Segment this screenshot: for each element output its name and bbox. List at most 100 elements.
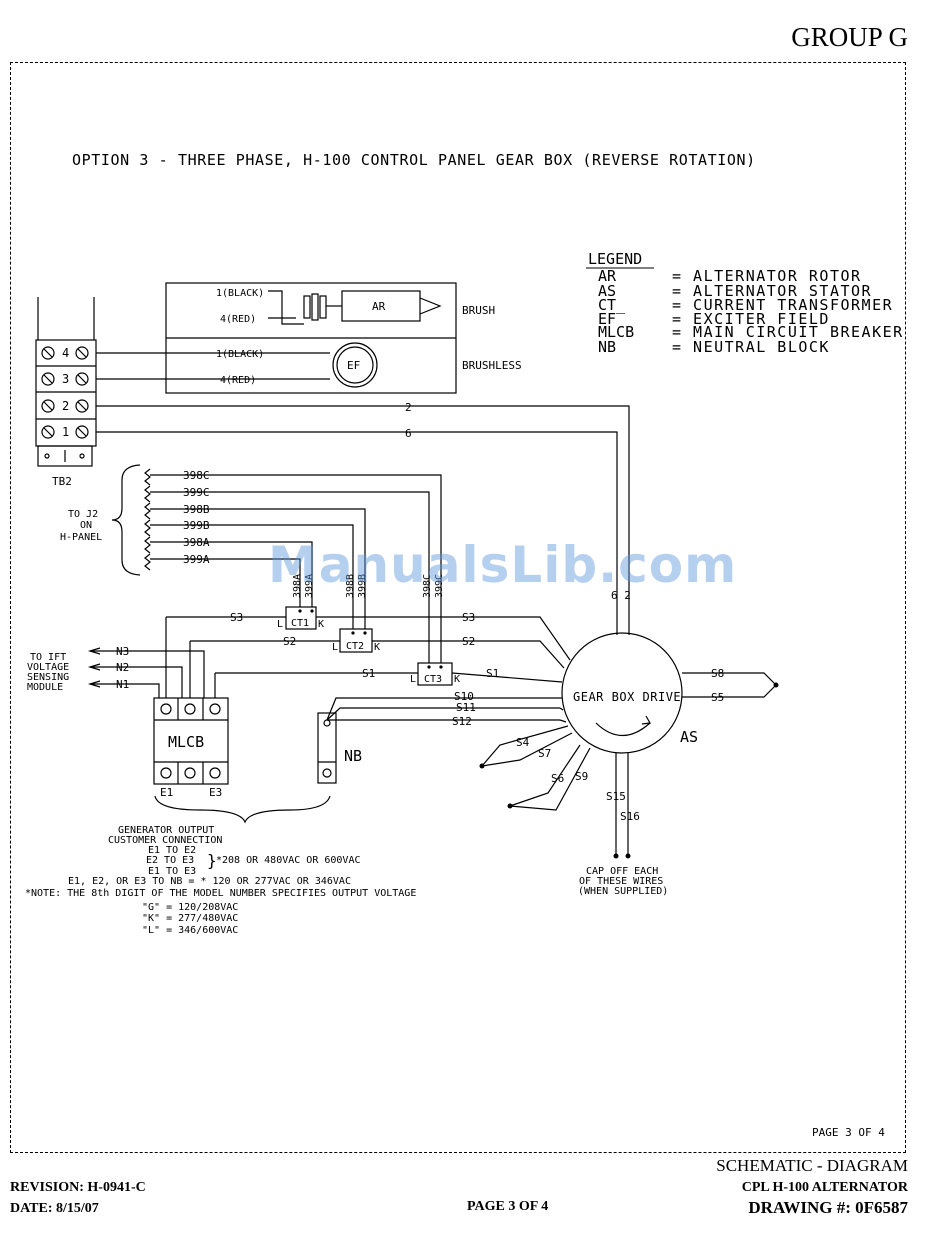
output-line4: E2 TO E3 <box>146 855 194 866</box>
revision: REVISION: H-0941-C <box>10 1180 146 1195</box>
tb2-label: TB2 <box>52 475 72 488</box>
j2-wire-399a: 399A <box>183 553 210 566</box>
output-line2: CUSTOMER CONNECTION <box>108 835 222 846</box>
legend-desc-nb: = NEUTRAL BLOCK <box>672 338 830 356</box>
brushless-red-lead: 4(RED) <box>220 375 256 386</box>
cap-off-line3: (WHEN SUPPLIED) <box>578 886 668 897</box>
wire-s8: S8 <box>711 667 724 680</box>
legend-abbr-mlcb: MLCB <box>598 323 634 341</box>
wire-2-label: 2 <box>405 401 412 414</box>
doc-subtitle: CPL H-100 ALTERNATOR <box>741 1180 908 1195</box>
output-line1: GENERATOR OUTPUT <box>118 825 214 836</box>
mlcb-breaker <box>153 616 418 785</box>
output-line8: "G" = 120/208VAC <box>142 902 238 913</box>
wire-s2-left: S2 <box>283 635 296 648</box>
wire-s1-right: S1 <box>486 667 499 680</box>
ct3-l: L <box>410 674 416 685</box>
j2-label-line2: ON <box>80 520 92 531</box>
ift-label-line4: MODULE <box>27 682 63 693</box>
ift-wire-n3: N3 <box>116 645 129 658</box>
drawing-number: DRAWING #: 0F6587 <box>748 1198 908 1217</box>
brushless-black-lead: 1(BLACK) <box>216 349 264 360</box>
j2-wire-398c: 398C <box>183 469 210 482</box>
tb2-terminal-4: 4 <box>62 346 69 360</box>
ct2-k: K <box>374 642 380 653</box>
cap-off-line2: OF THESE WIRES <box>579 876 663 887</box>
legend-desc-ct: = CURRENT TRANSFORMER <box>672 296 893 314</box>
nb-label: NB <box>344 747 362 765</box>
drawing-frame <box>10 62 906 1153</box>
wire-s3-right: S3 <box>462 611 475 624</box>
tb2-terminal-1: 1 <box>62 425 69 439</box>
j2-wire-399c: 399C <box>183 486 210 499</box>
j2-bracket <box>111 464 442 663</box>
legend-desc-ef: = EXCITER FIELD <box>672 310 830 328</box>
ct1-lead-398a: 398A <box>292 574 303 598</box>
ct1-label: CT1 <box>291 618 309 629</box>
mlcb-e1: E1 <box>160 786 173 799</box>
output-notes: GENERATOR OUTPUT CUSTOMER CONNECTION E1 … <box>25 825 416 936</box>
ct3-lead-399c: 399C <box>434 574 445 598</box>
brush-red-lead: 4(RED) <box>220 314 256 325</box>
output-line4-note: *208 OR 480VAC OR 600VAC <box>216 855 361 866</box>
output-brace <box>154 795 331 824</box>
ift-label-line3: SENSING <box>27 672 69 683</box>
ar-label: AR <box>372 300 386 313</box>
ct3-lead-398c: 398C <box>422 574 433 598</box>
ift-label-line2: VOLTAGE <box>27 662 69 673</box>
ct3-k: K <box>454 674 460 685</box>
neutral-block <box>317 697 560 784</box>
ct1-lead-399a: 399A <box>304 574 315 598</box>
output-brace-char: } <box>207 851 217 870</box>
wire-s7: S7 <box>538 747 551 760</box>
output-line10: "L" = 346/600VAC <box>142 925 238 936</box>
output-line9: "K" = 277/480VAC <box>142 913 238 924</box>
output-line6: E1, E2, OR E3 TO NB = * 120 OR 277VAC OR… <box>68 876 351 887</box>
j2-wire-399b: 399B <box>183 519 210 532</box>
tb2-terminal-2: 2 <box>62 399 69 413</box>
legend-desc-ar: = ALTERNATOR ROTOR <box>672 267 862 285</box>
j2-label-line1: TO J2 <box>68 509 98 520</box>
gearbox-drive <box>316 616 777 855</box>
ct2-label: CT2 <box>346 641 364 652</box>
wire-s1-left: S1 <box>362 667 375 680</box>
wire-s15: S15 <box>606 790 626 803</box>
wire-s6: S6 <box>551 772 564 785</box>
legend-abbr-ar: AR <box>598 267 617 285</box>
output-line7: *NOTE: THE 8th DIGIT OF THE MODEL NUMBER… <box>25 888 416 899</box>
legend-abbr-ef: EF <box>598 310 616 328</box>
ct1-k: K <box>318 619 324 630</box>
ct2-l: L <box>332 642 338 653</box>
brush-black-lead: 1(BLACK) <box>216 288 264 299</box>
ct1-l: L <box>277 619 283 630</box>
date: DATE: 8/15/07 <box>10 1201 99 1216</box>
j2-label-line3: H-PANEL <box>60 532 102 543</box>
ct2-lead-398b: 398B <box>345 574 356 598</box>
diagram-title: OPTION 3 - THREE PHASE, H-100 CONTROL PA… <box>72 151 756 169</box>
cap-off-line1: CAP OFF EACH <box>586 866 658 877</box>
output-line3: E1 TO E2 <box>148 845 196 856</box>
tb2-terminal-3: 3 <box>62 372 69 386</box>
legend-heading: LEGEND <box>588 250 642 268</box>
mlcb-label: MLCB <box>168 733 204 751</box>
j2-wire-398a: 398A <box>183 536 210 549</box>
legend: LEGEND AR = ALTERNATOR ROTOR AS = ALTERN… <box>586 250 904 356</box>
wire-s3-left: S3 <box>230 611 243 624</box>
mlcb-e3: E3 <box>209 786 222 799</box>
j2-wire-398b: 398B <box>183 503 210 516</box>
wire-s5: S5 <box>711 691 724 704</box>
doc-title: SCHEMATIC - DIAGRAM <box>716 1156 908 1175</box>
ift-wire-n1: N1 <box>116 678 129 691</box>
legend-desc-mlcb: = MAIN CIRCUIT BREAKER <box>672 323 904 341</box>
group-title: GROUP G <box>791 22 908 52</box>
ct2-lead-399b: 399B <box>357 574 368 598</box>
output-line5: E1 TO E3 <box>148 866 196 877</box>
inner-page-number: PAGE 3 OF 4 <box>812 1126 885 1139</box>
as-label: AS <box>680 728 698 746</box>
wire-s4: S4 <box>516 736 530 749</box>
wire-s2-right: S2 <box>462 635 475 648</box>
watermark: ManualsLib.com <box>268 536 738 594</box>
legend-abbr-as: AS <box>598 282 616 300</box>
wire-6-label: 6 <box>405 427 412 440</box>
